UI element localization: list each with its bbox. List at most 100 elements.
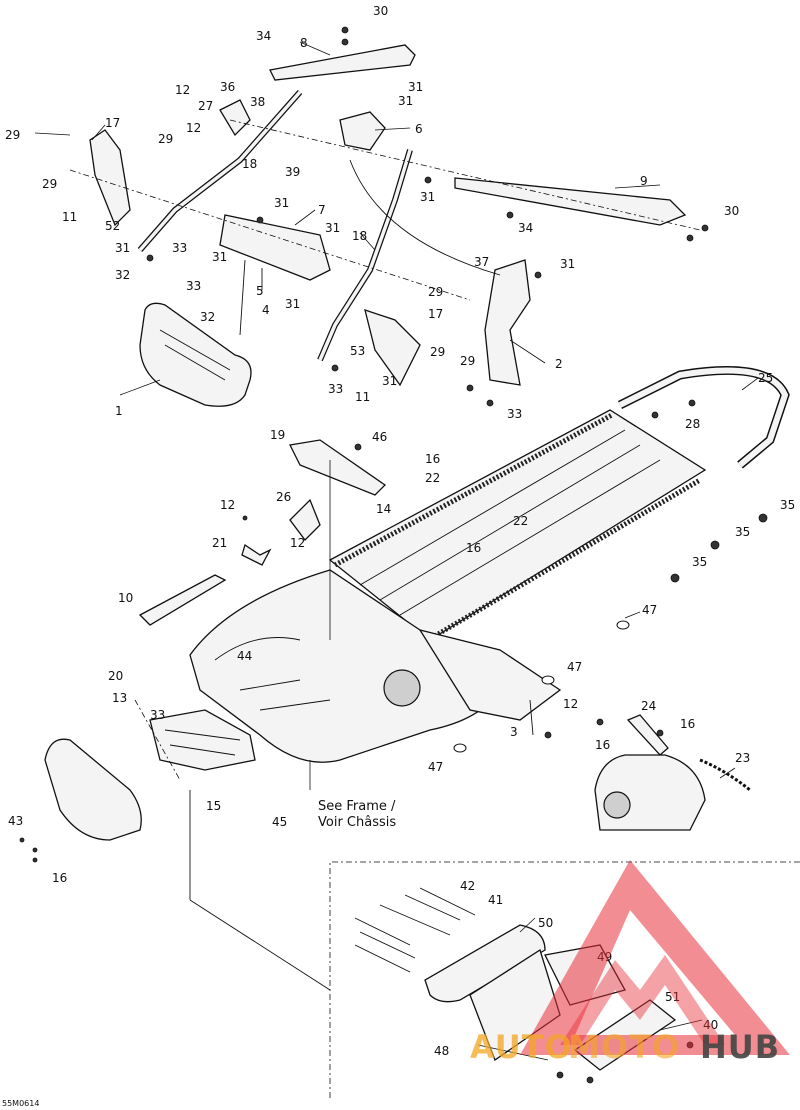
callout-10: 10 xyxy=(118,591,134,605)
callout-30: 30 xyxy=(724,204,740,218)
callout-34: 34 xyxy=(518,221,534,235)
callout-17: 17 xyxy=(105,116,121,130)
callout-38: 38 xyxy=(250,95,266,109)
callout-27: 27 xyxy=(198,99,214,113)
callout-12: 12 xyxy=(290,536,306,550)
callout-21: 21 xyxy=(212,536,228,550)
inset-bolts xyxy=(354,887,476,973)
callout-43: 43 xyxy=(8,814,24,828)
callout-12: 12 xyxy=(175,83,191,97)
leader-lines xyxy=(34,41,759,1061)
callout-4: 4 xyxy=(262,303,270,317)
callout-39: 39 xyxy=(285,165,301,179)
callout-31: 31 xyxy=(212,250,228,264)
callout-33: 33 xyxy=(507,407,523,421)
callout-46: 46 xyxy=(372,430,388,444)
callout-31: 31 xyxy=(285,297,301,311)
callout-11: 11 xyxy=(355,390,371,404)
callout-9: 9 xyxy=(640,174,648,188)
callout-11: 11 xyxy=(62,210,78,224)
callout-47: 47 xyxy=(428,760,444,774)
callout-26: 26 xyxy=(276,490,292,504)
callout-7: 7 xyxy=(318,203,326,217)
callout-22: 22 xyxy=(425,471,441,485)
callout-33: 33 xyxy=(328,382,344,396)
callout-47: 47 xyxy=(567,660,583,674)
part-6-bracket xyxy=(339,111,386,151)
note-see-frame: See Frame / xyxy=(318,799,396,814)
part-9-brace xyxy=(454,177,687,226)
callout-8: 8 xyxy=(300,36,308,50)
tunnel-deck xyxy=(328,409,707,641)
drawing-code: 55M0614 xyxy=(2,1099,40,1108)
callout-33: 33 xyxy=(172,241,188,255)
callout-24: 24 xyxy=(641,699,657,713)
part-19-bracket xyxy=(289,439,387,496)
callout-29: 29 xyxy=(42,177,58,191)
part-21-clip xyxy=(241,543,272,566)
callout-35: 35 xyxy=(735,525,751,539)
callout-2: 2 xyxy=(555,357,563,371)
callout-17: 17 xyxy=(428,307,444,321)
callout-31: 31 xyxy=(420,190,436,204)
callout-18: 18 xyxy=(352,229,368,243)
part-20-bracket xyxy=(149,709,256,771)
inset-outline xyxy=(329,861,800,1098)
callout-19: 19 xyxy=(270,428,286,442)
part-18-left-tube-inner xyxy=(138,90,302,252)
callout-44: 44 xyxy=(237,649,253,663)
watermark-text-hub: HUB xyxy=(700,1028,781,1066)
callout-42: 42 xyxy=(460,879,476,893)
callout-28: 28 xyxy=(685,417,701,431)
callout-29: 29 xyxy=(5,128,21,142)
callout-45: 45 xyxy=(272,815,288,829)
note-voir-chassis: Voir Châssis xyxy=(318,815,397,830)
callout-20: 20 xyxy=(108,669,124,683)
part-27-bracket xyxy=(219,99,251,137)
tunnel-right-edge xyxy=(426,477,702,643)
tunnel-left-edge xyxy=(333,412,614,568)
callout-32: 32 xyxy=(200,310,216,324)
callout-29: 29 xyxy=(158,132,174,146)
callout-14: 14 xyxy=(376,502,392,516)
part-10-rail xyxy=(138,574,227,626)
watermark-text-auto: AUTO xyxy=(470,1028,573,1066)
part-26-bracket xyxy=(289,498,321,541)
part-7-cross-member xyxy=(219,214,331,281)
callout-32: 32 xyxy=(115,268,131,282)
callout-31: 31 xyxy=(274,196,290,210)
part-18-right-tube-inner xyxy=(318,149,412,361)
callout-3: 3 xyxy=(510,725,518,739)
callout-50: 50 xyxy=(538,916,554,930)
callout-23: 23 xyxy=(735,751,751,765)
callout-29: 29 xyxy=(428,285,444,299)
callout-16: 16 xyxy=(52,871,68,885)
callout-16: 16 xyxy=(466,541,482,555)
watermark-text-moto: MOTO xyxy=(568,1028,681,1066)
callout-37: 37 xyxy=(474,255,490,269)
callout-41: 41 xyxy=(488,893,504,907)
callout-12: 12 xyxy=(563,697,579,711)
fasteners xyxy=(19,26,768,1084)
callout-16: 16 xyxy=(680,717,696,731)
callout-33: 33 xyxy=(150,708,166,722)
callout-33: 33 xyxy=(186,279,202,293)
callout-31: 31 xyxy=(325,221,341,235)
frame-bearing-hole xyxy=(383,669,421,707)
callout-47: 47 xyxy=(642,603,658,617)
callout-15: 15 xyxy=(206,799,222,813)
callout-51: 51 xyxy=(665,990,681,1004)
callout-31: 31 xyxy=(560,257,576,271)
callout-52: 52 xyxy=(105,219,121,233)
callout-1: 1 xyxy=(115,404,123,418)
callout-30: 30 xyxy=(373,4,389,18)
callout-48: 48 xyxy=(434,1044,450,1058)
part-8-brace xyxy=(269,44,416,81)
frame-right-extension xyxy=(418,628,562,721)
part-2-bracket xyxy=(484,259,531,386)
callout-29: 29 xyxy=(460,354,476,368)
callout-31: 31 xyxy=(408,80,424,94)
callout-16: 16 xyxy=(595,738,611,752)
part-17-right-bracket xyxy=(364,309,421,387)
